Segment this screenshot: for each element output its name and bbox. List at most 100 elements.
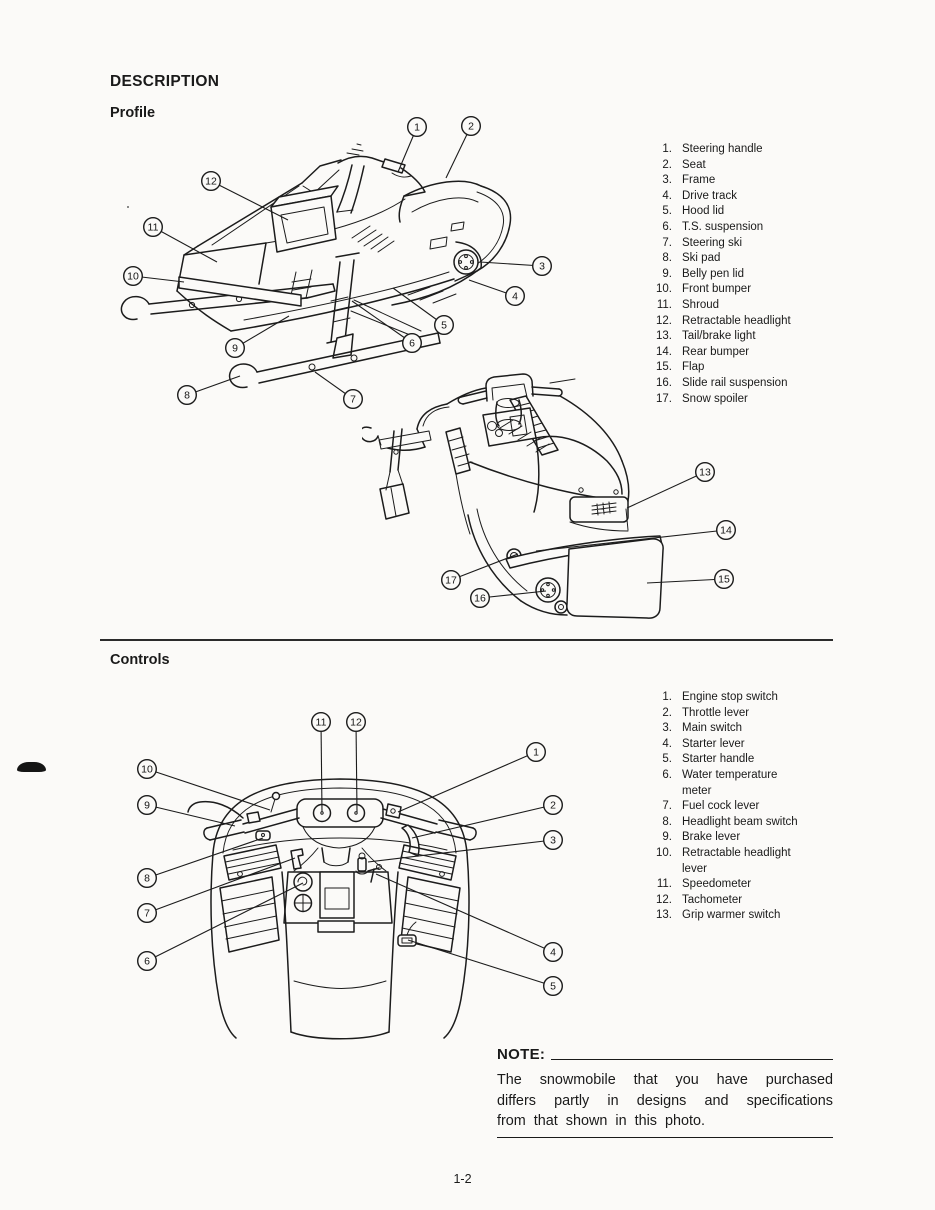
part-label: Slide rail suspension	[682, 376, 788, 389]
part-number: 1.	[662, 143, 672, 155]
part-number: 3.	[662, 174, 672, 187]
part-number: 15.	[656, 361, 672, 374]
callout-9: 9	[224, 315, 290, 359]
part-number: 2.	[662, 158, 672, 171]
callout-2: 2	[411, 795, 564, 839]
callout-6: 6	[136, 882, 304, 972]
parts-list-item: 1.Engine stop switch	[645, 690, 798, 706]
controls-section-heading: Controls	[110, 652, 170, 668]
callout-3: 3	[479, 256, 553, 277]
dashboard-art	[187, 778, 477, 1040]
part-number: 14.	[656, 345, 672, 358]
parts-list-item: 11.Shroud	[645, 298, 791, 314]
part-label: Shroud	[682, 298, 720, 311]
part-number: 8.	[662, 252, 672, 265]
svg-text:3: 3	[539, 261, 545, 273]
part-number: 8.	[662, 815, 672, 828]
svg-text:1: 1	[533, 747, 539, 759]
svg-text:17: 17	[445, 575, 457, 587]
svg-text:16: 16	[474, 593, 486, 605]
callout-11: 11	[311, 712, 332, 813]
note-heading-row: NOTE:	[497, 1046, 833, 1063]
callout-10: 10	[122, 266, 185, 287]
parts-list-item: 11.Speedometer	[645, 877, 798, 893]
svg-text:14: 14	[720, 525, 732, 537]
svg-text:9: 9	[144, 800, 150, 812]
part-label: Engine stop switch	[682, 691, 778, 703]
callout-8: 8	[176, 375, 241, 406]
part-label: Ski pad	[682, 252, 721, 265]
part-number: 6.	[662, 768, 672, 781]
svg-text:9: 9	[232, 343, 238, 355]
parts-list-item: 8.Headlight beam switch	[645, 815, 797, 831]
parts-list-item: 7.Fuel cock lever	[645, 799, 798, 815]
note-line: The snowmobile that you have purchased	[497, 1072, 833, 1088]
callout-3: 3	[367, 830, 564, 863]
callout-4: 4	[468, 279, 526, 307]
profile-figure-rear-view: 13 14 15 17 16	[362, 373, 737, 619]
callout-13: 13	[626, 462, 716, 509]
svg-text:7: 7	[350, 394, 356, 406]
svg-text:2: 2	[550, 800, 556, 812]
part-label: Starter handle	[682, 753, 755, 766]
note-block: NOTE: The snowmobile that you have purch…	[497, 1046, 833, 1138]
svg-text:8: 8	[144, 873, 150, 885]
svg-text:8: 8	[184, 390, 190, 402]
parts-list-item: 13.Tail/brake light	[645, 329, 791, 345]
svg-text:10: 10	[141, 764, 153, 776]
svg-text:5: 5	[550, 981, 556, 993]
part-label: Retractable headlight	[682, 314, 791, 327]
callout-11: 11	[142, 216, 218, 263]
callout-15: 15	[646, 569, 735, 590]
parts-list-item: 10.Front bumper	[645, 282, 791, 298]
part-label: Seat	[682, 158, 706, 171]
svg-text:10: 10	[127, 271, 139, 283]
part-number: 4.	[662, 737, 672, 750]
part-label: Main switch	[682, 722, 743, 735]
svg-text:1: 1	[414, 122, 420, 134]
part-label: Brake lever	[682, 831, 741, 844]
part-label: T.S. suspension	[682, 220, 764, 233]
parts-list-item: 9.Belly pen lid	[645, 267, 791, 283]
svg-text:12: 12	[205, 176, 217, 188]
part-label: Rear bumper	[682, 345, 750, 358]
callout-8: 8	[136, 837, 264, 889]
callout-7: 7	[314, 371, 364, 410]
part-label: Flap	[682, 361, 705, 374]
part-number: 3.	[662, 722, 672, 735]
part-label: Fuel cock lever	[682, 800, 760, 813]
note-bottom-rule	[497, 1136, 833, 1138]
parts-list-item: 2. Seat	[645, 158, 791, 174]
part-number: 12.	[656, 314, 672, 327]
part-label: Belly pen lid	[682, 267, 745, 280]
callout-1: 1	[397, 742, 547, 813]
parts-list-item: 12.Tachometer	[645, 893, 798, 909]
part-number: 7.	[662, 236, 672, 249]
svg-text:6: 6	[409, 338, 415, 350]
page-title: DESCRIPTION	[110, 73, 220, 90]
parts-list-item: 8. Ski pad	[645, 251, 791, 267]
callout-5: 5	[407, 939, 564, 997]
profile-section-heading: Profile	[110, 105, 156, 121]
part-label: Throttle lever	[682, 706, 750, 719]
note-line: from that shown in this photo.	[497, 1113, 705, 1130]
part-number: 13.	[656, 330, 672, 343]
callout-7: 7	[136, 857, 296, 924]
parts-list-item: 17.Snow spoiler	[645, 392, 791, 408]
svg-text:2: 2	[468, 121, 474, 133]
parts-list-item: 4.Drive track	[645, 189, 791, 205]
parts-list-item: 3.Frame	[645, 173, 791, 189]
parts-list-item: 1.Steering handle	[645, 142, 791, 158]
callout-1: 1	[397, 116, 428, 173]
note-heading-rule	[551, 1059, 833, 1060]
parts-list-item: 16.Slide rail suspension	[645, 376, 791, 392]
callout-14: 14	[535, 520, 737, 552]
parts-list-item: 2.Throttle lever	[645, 706, 798, 722]
parts-list-item: 15. Flap	[645, 360, 791, 376]
